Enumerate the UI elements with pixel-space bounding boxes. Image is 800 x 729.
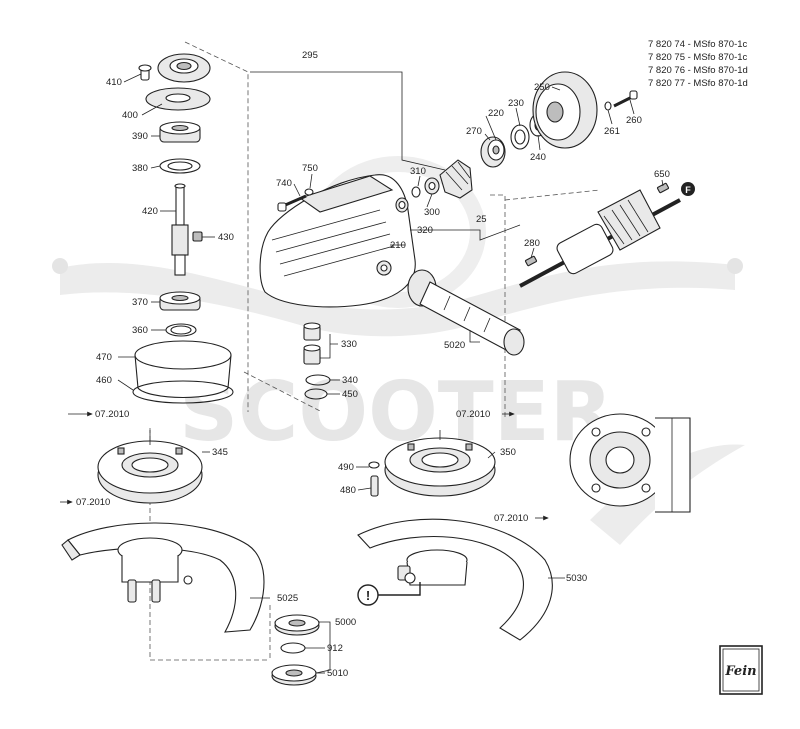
cover-470 (134, 340, 232, 399)
spindle-420 (171, 183, 189, 276)
key-650 (656, 182, 670, 194)
label-345: 345 (212, 447, 228, 458)
model-line-3: 7 820 76 - MSfo 870-1d (648, 65, 748, 76)
label-5000: 5000 (335, 617, 356, 628)
label-280: 280 (524, 238, 540, 249)
label-260: 260 (626, 115, 642, 126)
label-340: 340 (342, 375, 358, 386)
model-line-1: 7 820 74 - MSfo 870-1c (648, 39, 748, 50)
label-490: 490 (338, 462, 354, 473)
watermark-text: SCOOTER (179, 365, 613, 460)
label-295: 295 (302, 50, 318, 61)
screw-480 (370, 475, 379, 497)
model-line-2: 7 820 75 - MSfo 870-1c (648, 52, 748, 63)
label-400: 400 (122, 110, 138, 121)
label-210: 210 (390, 240, 406, 251)
label-5020: 5020 (444, 340, 465, 351)
bearing-220 (480, 136, 506, 168)
label-740: 740 (276, 178, 292, 189)
label-300: 300 (424, 207, 440, 218)
ring-912 (280, 642, 306, 654)
brand-logo-text: Fein (724, 664, 756, 679)
label-460: 460 (96, 375, 112, 386)
washer-490 (368, 461, 380, 469)
leader-lines (60, 71, 664, 674)
ring-380 (159, 158, 201, 174)
label-5030: 5030 (566, 573, 587, 584)
washer-230 (510, 124, 530, 150)
model-line-4: 7 820 77 - MSfo 870-1d (648, 78, 748, 89)
key-430 (192, 231, 203, 242)
mounting-plate (569, 413, 691, 513)
brand-logo: Fein (719, 645, 763, 695)
label-261: 261 (604, 126, 620, 137)
f-marker-letter: F (685, 185, 691, 195)
label-270: 270 (466, 126, 482, 137)
warning-symbol: ! (366, 588, 370, 603)
washer-320 (395, 197, 409, 213)
key-280 (524, 255, 538, 267)
bearing-300 (424, 177, 440, 195)
label-750: 750 (302, 163, 318, 174)
label-330: 330 (341, 339, 357, 350)
label-25: 25 (476, 214, 487, 225)
label-350: 350 (500, 447, 516, 458)
label-390: 390 (132, 131, 148, 142)
label-250: 250 (534, 82, 550, 93)
bearing-370 (159, 291, 201, 311)
bevel-gear-270 (439, 159, 473, 199)
screw-260 (613, 90, 638, 108)
f-marker: F (681, 182, 695, 196)
side-handle-5020 (407, 269, 525, 356)
label-430: 430 (218, 232, 234, 243)
label-450: 450 (342, 389, 358, 400)
part-labels: 410 400 390 380 420 430 370 360 470 460 … (76, 50, 670, 679)
bushing-330 (303, 322, 321, 365)
ref-right-top: 07.2010 (456, 409, 490, 420)
bearing-390 (159, 121, 201, 143)
label-912: 912 (327, 643, 343, 654)
ref-right-guard: 07.2010 (494, 513, 528, 524)
label-370: 370 (132, 297, 148, 308)
flange-nut-5010 (271, 664, 317, 686)
ref-left-guard: 07.2010 (76, 497, 110, 508)
label-320: 320 (417, 225, 433, 236)
watermark: SCOOTER (52, 156, 745, 545)
screw-740 (277, 194, 307, 212)
label-240: 240 (530, 152, 546, 163)
label-220: 220 (488, 108, 504, 119)
ring-360 (165, 323, 197, 337)
label-5025: 5025 (277, 593, 298, 604)
label-380: 380 (132, 163, 148, 174)
guard-5030 (357, 518, 553, 641)
bearing-flange-250 (532, 71, 598, 149)
flange-345 (97, 430, 203, 504)
label-360: 360 (132, 325, 148, 336)
washer-750 (304, 188, 314, 196)
flange-350 (384, 430, 496, 497)
label-650: 650 (654, 169, 670, 180)
warning-marker: ! (357, 582, 421, 606)
ring-460 (132, 380, 234, 404)
guard-5025 (61, 522, 265, 633)
label-5010: 5010 (327, 668, 348, 679)
label-470: 470 (96, 352, 112, 363)
model-list: 7 820 74 - MSfo 870-1c 7 820 75 - MSfo 8… (648, 39, 748, 89)
label-480: 480 (340, 485, 356, 496)
label-420: 420 (142, 206, 158, 217)
flange-400 (145, 87, 211, 111)
washer-261 (604, 101, 612, 111)
gear-nut-410 (138, 53, 211, 83)
label-230: 230 (508, 98, 524, 109)
label-410: 410 (106, 77, 122, 88)
ref-left-top: 07.2010 (95, 409, 129, 420)
armature-25 (519, 189, 681, 288)
label-310: 310 (410, 166, 426, 177)
nut-310 (411, 186, 421, 198)
flange-5000 (274, 614, 320, 636)
gear-housing-210 (259, 174, 416, 308)
